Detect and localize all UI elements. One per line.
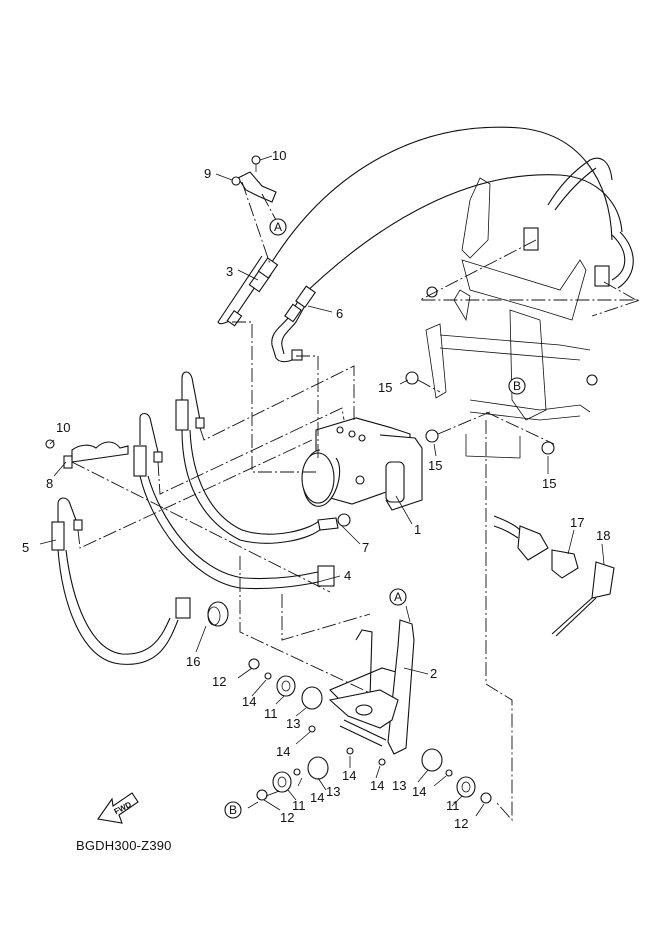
upper-brake-hoses (271, 126, 634, 299)
callout-14-d[interactable]: 14 (370, 778, 384, 793)
callout-15-left[interactable]: 15 (378, 380, 392, 395)
callout-12-lower-right[interactable]: 12 (454, 816, 468, 831)
frame-assembly (405, 177, 610, 459)
hose-clamp-9 (231, 155, 277, 203)
abs-hydraulic-unit (301, 417, 423, 511)
svg-text:B: B (513, 379, 521, 393)
callout-11-upper[interactable]: 11 (264, 706, 278, 721)
mount-hardware (248, 658, 492, 804)
callout-14-e[interactable]: 14 (310, 790, 324, 805)
callout-9[interactable]: 9 (204, 166, 211, 181)
callout-13-lower-right[interactable]: 13 (392, 778, 406, 793)
svg-text:B: B (229, 803, 237, 817)
callout-11-lower-right[interactable]: 11 (446, 798, 460, 813)
brake-hose-6 (271, 285, 317, 363)
brake-hose-3 (217, 255, 279, 327)
svg-text:A: A (394, 590, 402, 604)
ref-mark-b-frame: B (508, 377, 526, 395)
callout-15-mid[interactable]: 15 (428, 458, 442, 473)
callout-5[interactable]: 5 (22, 540, 29, 555)
callout-4[interactable]: 4 (344, 568, 351, 583)
abs-bracket-2 (328, 619, 415, 755)
ref-mark-a-top: A (269, 218, 287, 236)
fwd-arrow-icon: FWD (97, 792, 139, 824)
connector-17-and-tie-18 (493, 515, 615, 637)
callout-13-lower-left[interactable]: 13 (326, 784, 340, 799)
drawing-code: BGDH300-Z390 (76, 838, 172, 853)
callout-14-b[interactable]: 14 (276, 744, 290, 759)
callout-17[interactable]: 17 (570, 515, 584, 530)
callouts: 1 2 3 4 5 6 7 8 9 10 10 11 11 11 12 12 1… (22, 148, 610, 831)
callout-12-upper[interactable]: 12 (212, 674, 226, 689)
callout-6[interactable]: 6 (336, 306, 343, 321)
callout-14-a[interactable]: 14 (242, 694, 256, 709)
callout-14-f[interactable]: 14 (412, 784, 426, 799)
callout-11-lower-left[interactable]: 11 (292, 798, 306, 813)
callout-12-lower-left[interactable]: 12 (280, 810, 294, 825)
callout-16[interactable]: 16 (186, 654, 200, 669)
brake-pipes (51, 371, 351, 665)
clip-16 (207, 601, 229, 627)
callout-10-left[interactable]: 10 (56, 420, 70, 435)
pipe-clamp-8 (45, 439, 129, 469)
callout-14-c[interactable]: 14 (342, 768, 356, 783)
callout-7[interactable]: 7 (362, 540, 369, 555)
reference-marks: A A B B (224, 218, 526, 819)
callout-2[interactable]: 2 (430, 666, 437, 681)
callout-15-right[interactable]: 15 (542, 476, 556, 491)
svg-text:A: A (274, 220, 282, 234)
callout-8[interactable]: 8 (46, 476, 53, 491)
callout-1[interactable]: 1 (414, 522, 421, 537)
callout-3[interactable]: 3 (226, 264, 233, 279)
alignment-lines (71, 181, 641, 822)
callout-18[interactable]: 18 (596, 528, 610, 543)
callout-13-upper[interactable]: 13 (286, 716, 300, 731)
leader-lines (39, 155, 605, 817)
ref-mark-b-bottom: B (224, 801, 242, 819)
callout-10-top[interactable]: 10 (272, 148, 286, 163)
ref-mark-a-bracket: A (389, 588, 407, 606)
